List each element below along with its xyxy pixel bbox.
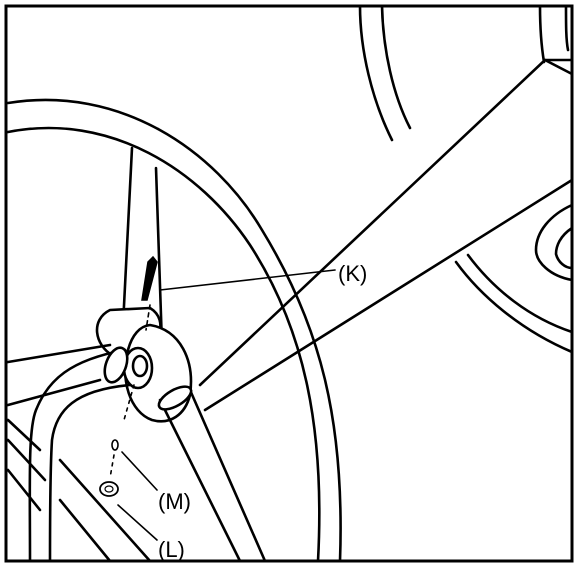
- lower-left-bars: [6, 418, 152, 563]
- wheel-hub: [95, 306, 193, 423]
- lower-right-spoke: [157, 385, 267, 563]
- component-path-dotted: [109, 384, 135, 479]
- callout-k: (K): [338, 261, 367, 286]
- steering-column: [198, 58, 574, 412]
- leader-line-k: [159, 269, 336, 291]
- component-m-washer: [111, 439, 119, 451]
- callout-m: (M): [158, 489, 191, 514]
- leader-line-m: [121, 451, 158, 491]
- leader-line-l: [117, 504, 158, 541]
- background-wheel: [358, 4, 574, 354]
- left-spoke: [6, 343, 132, 563]
- callout-l: (L): [158, 537, 185, 562]
- leader-lines: [117, 269, 336, 541]
- steering-wheel-rim: [6, 98, 342, 563]
- component-k-bolt: [141, 255, 158, 331]
- figure-frame: [4, 4, 574, 563]
- component-l-nut: [99, 481, 119, 497]
